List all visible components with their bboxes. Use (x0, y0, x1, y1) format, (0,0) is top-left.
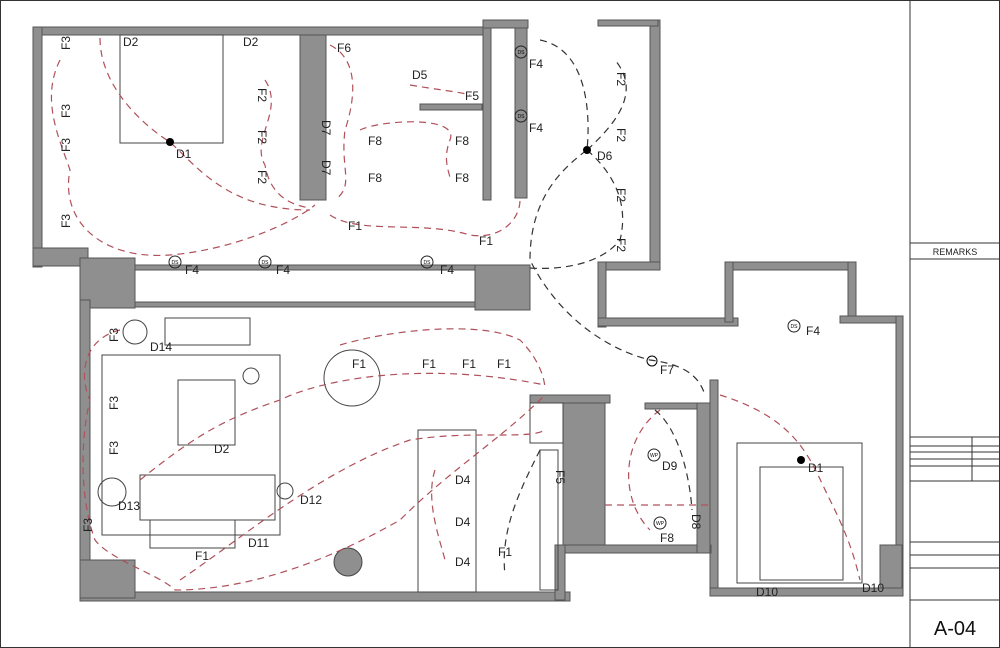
fixture-label: F2 (614, 72, 628, 86)
fixture-label: D13 (118, 499, 140, 513)
ds-symbol-text: DS (518, 114, 526, 120)
circuits (50, 37, 861, 591)
ds-symbol-text: DS (262, 260, 270, 266)
fixture-label: D1 (808, 461, 824, 475)
fixture-label: D14 (150, 340, 172, 354)
fixture-label: F1 (497, 357, 511, 371)
smoke-detector-icon (420, 255, 434, 269)
walls (32, 19, 904, 602)
fixture-label: F1 (352, 357, 366, 371)
title-block: REMARKS A-04 (909, 0, 1000, 648)
smoke-detector-icon (514, 45, 528, 59)
fixture-label: D4 (455, 515, 471, 529)
fixture-d1-bedroom (166, 138, 174, 146)
fixture-label: D1 (176, 147, 192, 161)
fixture-label: F3 (107, 396, 121, 410)
sheet-number: A-04 (934, 618, 976, 640)
fixture-label: D11 (248, 536, 269, 550)
fixture-label: D10 (756, 585, 778, 599)
fixture-label: F4 (185, 263, 199, 277)
fixture-f7 (646, 355, 658, 367)
fixture-d1-master (797, 456, 805, 464)
fixture-label: F8 (455, 171, 469, 185)
fixture-label: F8 (368, 171, 382, 185)
fixture-label: D8 (689, 514, 703, 530)
fixture-label: F3 (107, 328, 121, 342)
fixture-label: F1 (348, 219, 362, 233)
fixture-label: D4 (455, 555, 471, 569)
fixture-label: F8 (368, 134, 382, 148)
fixture-label: F1 (498, 545, 512, 559)
fixture-label: F1 (462, 357, 476, 371)
wp-symbol-text: WP (656, 521, 665, 527)
fixture-label: F5 (553, 470, 567, 484)
fixture-label: F4 (806, 324, 820, 338)
fixture-label: D7 (319, 160, 333, 176)
fixture-label: F4 (529, 57, 543, 71)
fixture-label: F2 (255, 130, 269, 144)
fixture-label: F2 (255, 170, 269, 184)
fixture-label: D2 (243, 35, 259, 49)
smoke-detector-icon (514, 109, 528, 123)
fixture-label: D12 (300, 493, 322, 507)
fixture-label: F1 (195, 549, 209, 563)
fixture-label: D6 (597, 149, 613, 163)
fixture-label: F3 (59, 214, 73, 228)
fixture-label: F1 (479, 234, 493, 248)
ds-symbol-text: DS (424, 260, 432, 266)
smoke-detector-icon (787, 319, 801, 333)
fixture-label: D9 (662, 459, 678, 473)
ds-symbol-text: DS (791, 324, 799, 330)
fixture-label: F2 (614, 238, 628, 252)
fixture-label: F2 (614, 188, 628, 202)
fixture-label: D2 (123, 35, 139, 49)
furniture (97, 34, 863, 593)
fixture-label: F6 (337, 41, 351, 55)
fixture-label: F5 (465, 89, 479, 103)
fixture-label: D10 (862, 581, 884, 595)
fixture-label: F7 (660, 363, 674, 377)
fixture-label: F4 (276, 263, 290, 277)
smoke-detector-icon (258, 255, 272, 269)
fixture-label: F3 (81, 518, 95, 532)
fixture-label: D2 (214, 442, 230, 456)
fixture-d6 (583, 146, 591, 154)
fixture-label: F3 (59, 138, 73, 152)
waterproof-light-icon (647, 448, 661, 462)
fixture-label: F4 (529, 121, 543, 135)
wp-symbol-text: WP (650, 453, 659, 459)
fixture-label: F3 (59, 104, 73, 118)
waterproof-light-icon (653, 516, 667, 530)
fixture-label: F2 (614, 128, 628, 142)
fixture-label: F3 (59, 36, 73, 50)
ds-symbols: DS DS DS DS DS DS WP WP (168, 45, 801, 530)
fixture-label: F8 (455, 134, 469, 148)
fixture-label: D4 (455, 473, 471, 487)
fixture-label: F3 (107, 441, 121, 455)
fixture-label: F2 (255, 88, 269, 102)
fixture-label: F4 (440, 263, 454, 277)
fixture-label: F1 (422, 357, 436, 371)
fixture-label: F8 (660, 531, 674, 545)
remarks-heading: REMARKS (933, 247, 978, 257)
ds-symbol-text: DS (172, 260, 180, 266)
fixture-label: D5 (412, 68, 428, 82)
fixtures (166, 138, 805, 464)
smoke-detector-icon (168, 255, 182, 269)
ds-symbol-text: DS (518, 50, 526, 56)
fixture-label: D7 (319, 120, 333, 136)
